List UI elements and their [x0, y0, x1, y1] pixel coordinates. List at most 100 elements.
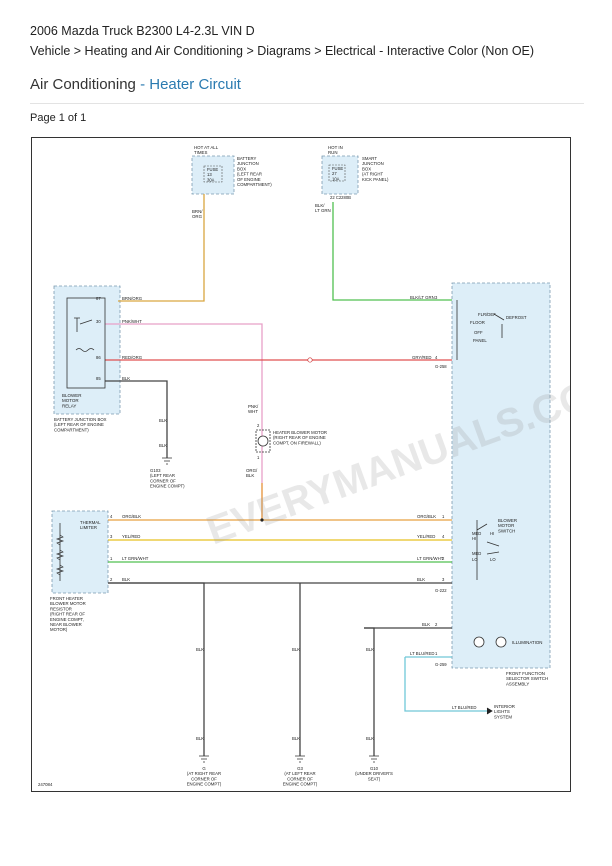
ground-wire-blk-label-b-2: BLK — [366, 736, 374, 741]
relay-wire-label-1: PNK/WHT — [122, 319, 142, 324]
heater-blower-motor-label: COMPT, ON FIREWALL) — [273, 440, 321, 445]
front-heater-resistor-label: NEAR BLOWER — [50, 622, 82, 627]
wire-relay-blk — [105, 380, 168, 458]
vehicle-title: 2006 Mazda Truck B2300 L4-2.3L VIN D — [30, 24, 255, 38]
diagram-canvas: HOT AT ALLTIMESFUSE1330ABATTERYJUNCTIONB… — [38, 145, 570, 787]
motor-wire-bot-label: BLK — [246, 473, 254, 478]
title-sep: - — [135, 76, 150, 93]
diagram-code: 247084 — [38, 782, 53, 787]
mode-panel: PANEL — [473, 338, 487, 343]
relay-ground-label: CORNER OF — [150, 478, 176, 483]
fuse1-hot-label: TIMES — [194, 150, 207, 155]
resistor-wire-label-0: ORG/BLK — [122, 514, 141, 519]
motor-pin-1: 1 — [257, 455, 260, 460]
title-main: Air Conditioning — [30, 76, 136, 93]
blower-switch-wire-label-2: LT GRN/WHT — [417, 556, 444, 561]
mode-off: OFF — [474, 330, 483, 335]
motor-wire-bot-label: ORG/ — [246, 468, 258, 473]
blower-switch-contacts — [476, 520, 500, 580]
ground-label-2: SEAT) — [368, 776, 381, 781]
front-function-selector-box — [451, 282, 551, 669]
front-heater-resistor-label: ENGINE COMPT, — [50, 617, 84, 622]
mode-floor: FLOOR — [470, 320, 485, 325]
ground-label-0: (AT RIGHT REAR — [187, 771, 221, 776]
blower-switch-wire-label-3: BLK — [417, 577, 425, 582]
mode-switch-contacts — [456, 300, 505, 360]
interior-lights-label: INTERIOR — [494, 704, 515, 709]
front-heater-blower-resistor-box — [51, 510, 109, 594]
interior-lights-arrow — [486, 707, 493, 715]
ground-symbol-0 — [199, 755, 209, 763]
relay-box-label: BATTERY JUNCTION BOX — [54, 417, 107, 422]
switch-wire-gry-red: GRY/RED — [412, 355, 432, 360]
relay-switch — [74, 317, 93, 332]
battery-junction-box-label: BATTERY — [237, 156, 257, 161]
battery-junction-box-label: (LEFT REAR — [237, 172, 262, 177]
ground-wire-blk-label-1: BLK — [292, 647, 300, 652]
speed-lo-2: LO — [490, 557, 496, 562]
ground-symbol-2 — [369, 755, 379, 763]
relay-box-label: COMPARTMENT) — [54, 427, 89, 432]
fuse2-hot-label: RUN — [328, 150, 338, 155]
fuse-27-label: 10A — [332, 176, 340, 181]
wire-brn-org — [118, 194, 205, 302]
relay-pin-85: 85 — [96, 376, 101, 381]
resistor-coils — [55, 534, 65, 576]
illum-pin-1: 1 — [435, 651, 438, 656]
ground-wire-0 — [108, 582, 205, 756]
relay-wire-label-2: RED/ORG — [122, 355, 143, 360]
relay-wire-label-0: BRN/ORG — [122, 296, 143, 301]
relay-wire-label-3: BLK — [122, 376, 130, 381]
connector-c2280b: 22 C2280B — [330, 195, 351, 200]
relay-label: RELAY — [62, 403, 76, 408]
heater-blower-motor-label: HEATER BLOWER MOTOR — [273, 430, 327, 435]
fuse-13-label: 30A — [207, 177, 215, 182]
ground-label-1: ENGINE COMPT) — [283, 782, 318, 787]
interior-lights-label: SYSTEM — [494, 714, 512, 719]
blower-switch-pin-2: 2 — [442, 556, 445, 561]
fuse-13-body — [203, 165, 223, 183]
fuse2-hot-label: HOT IN — [328, 145, 343, 150]
front-heater-resistor-label: BLOWER MOTOR — [50, 601, 86, 606]
wire-pnk-wht — [105, 323, 263, 518]
speed-med-2: MED — [472, 551, 481, 556]
breadcrumb[interactable]: Vehicle > Heating and Air Conditioning >… — [30, 44, 535, 58]
battery-junction-box-label: BOX — [237, 166, 246, 171]
fuse1-hot-label: HOT AT ALL — [194, 145, 219, 150]
mode-defrost: DEFROST — [506, 315, 527, 320]
wire-ltblu-red — [404, 657, 487, 712]
switch-conn-g258: G-258 — [435, 364, 447, 369]
relay-ground-symbol — [162, 457, 172, 465]
speed-med: MED — [472, 531, 481, 536]
ground-label-0: G — [202, 766, 206, 771]
battery-junction-box-label: OF ENGINE — [237, 177, 261, 182]
ground-symbol-1 — [295, 755, 305, 763]
front-function-selector-label: SELECTOR SWITCH — [506, 676, 548, 681]
wire-blk-ltgrn — [332, 202, 452, 301]
resistor-wire-label-3: BLK — [122, 577, 130, 582]
ground-wire-blk-label-0: BLK — [196, 647, 204, 652]
motor-wire-top-label: PNK/ — [248, 404, 259, 409]
illum-wire-blk-label: BLK — [422, 622, 430, 627]
relay-label: BLOWER — [62, 393, 82, 398]
fuse-27-body — [328, 164, 346, 182]
wire-blk-ltgrn-label: LT GRN — [315, 208, 331, 213]
title-sub: Heater Circuit — [149, 76, 241, 93]
thermal-limiter-label: LIMITER — [80, 525, 97, 530]
fuse-13-label: 13 — [207, 172, 212, 177]
mode-flr-def: FLR/DEF — [478, 312, 496, 317]
front-function-selector-label: ASSEMBLY — [506, 681, 529, 686]
ground-wire-blk-label-2: BLK — [366, 647, 374, 652]
fuse-13-label: FUSE — [207, 167, 218, 172]
relay-pin-30: 30 — [96, 319, 101, 324]
ground-label-0: CORNER OF — [191, 776, 217, 781]
resistor-wire-label-1: YEL/RED — [122, 534, 140, 539]
motor-pin-2: 2 — [257, 423, 260, 428]
switch-wire-blk-ltgrn: BLK/LT GRN — [410, 295, 435, 300]
illum-wire-ltblu-label: LT BLU/RED — [410, 651, 434, 656]
relay-pin-87: 87 — [96, 296, 101, 301]
relay-ground-label: G103 — [150, 468, 161, 473]
header-divider — [30, 103, 584, 104]
blower-motor-relay-body — [66, 297, 106, 389]
